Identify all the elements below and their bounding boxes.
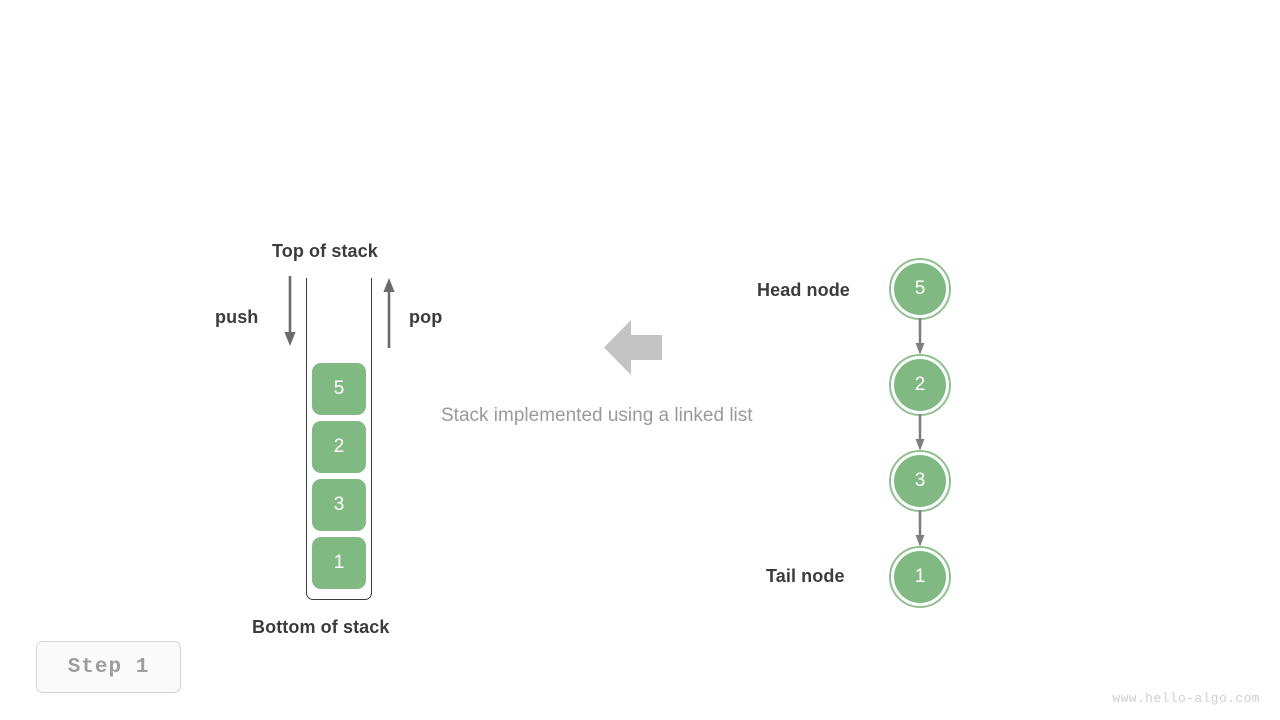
step-badge-text: Step 1: [67, 655, 150, 679]
head-node-label: Head node: [757, 280, 850, 300]
node-value: 5: [894, 263, 946, 315]
linked-list-node: 5: [889, 258, 951, 320]
left-block-arrow-icon: [604, 320, 662, 375]
linked-list-node: 3: [889, 450, 951, 512]
link-arrow-icon: [915, 318, 925, 355]
watermark: www.hello-algo.com: [1112, 691, 1260, 706]
linked-list-node: 1: [889, 546, 951, 608]
push-arrow-icon: [284, 276, 296, 346]
tail-node-label: Tail node: [766, 566, 845, 586]
top-of-stack-label: Top of stack: [272, 241, 378, 261]
bottom-of-stack-label: Bottom of stack: [252, 617, 390, 637]
pop-arrow-icon: [383, 278, 395, 348]
link-arrow-icon: [915, 510, 925, 547]
stack-item: 1: [312, 537, 366, 589]
stack-item: 3: [312, 479, 366, 531]
link-arrow-icon: [915, 414, 925, 451]
node-value: 1: [894, 551, 946, 603]
node-value: 3: [894, 455, 946, 507]
step-badge: Step 1: [36, 641, 181, 693]
stack-item: 2: [312, 421, 366, 473]
push-label: push: [215, 307, 259, 327]
linked-list-node: 2: [889, 354, 951, 416]
center-caption: Stack implemented using a linked list: [441, 405, 753, 426]
pop-label: pop: [409, 307, 443, 327]
stack-container: [306, 278, 372, 600]
node-value: 2: [894, 359, 946, 411]
stack-item: 5: [312, 363, 366, 415]
stack-items-list: 5 2 3 1: [312, 363, 366, 589]
